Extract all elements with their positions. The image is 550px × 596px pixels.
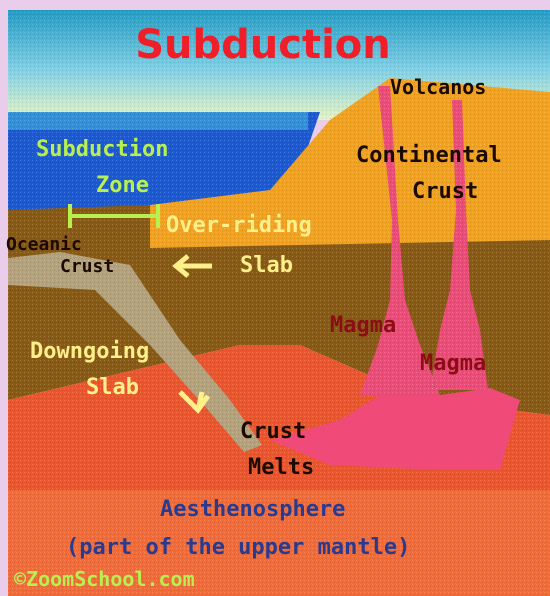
label-downgoing-slab-line1: Downgoing bbox=[30, 339, 149, 364]
label-magma-right: Magma bbox=[420, 351, 486, 376]
label-aesthenosphere-line1: Aesthenosphere bbox=[160, 497, 345, 522]
label-aesthenosphere-line2: (part of the upper mantle) bbox=[66, 535, 410, 560]
label-continental-crust-line2: Crust bbox=[412, 179, 478, 204]
label-subduction-zone-line2: Zone bbox=[96, 173, 149, 198]
label-downgoing-slab-line2: Slab bbox=[86, 375, 139, 400]
credit-text: ©ZoomSchool.com bbox=[14, 567, 195, 591]
label-crust-melts-line1: Crust bbox=[240, 419, 306, 444]
label-crust-melts-line2: Melts bbox=[248, 455, 314, 480]
label-slab: Slab bbox=[240, 253, 293, 278]
label-continental-crust-line1: Continental bbox=[356, 143, 502, 168]
label-magma-left: Magma bbox=[330, 313, 396, 338]
diagram-title: Subduction bbox=[135, 22, 391, 68]
label-subduction-zone-line1: Subduction bbox=[36, 137, 168, 162]
label-oceanic-crust-line2: Crust bbox=[60, 256, 114, 277]
label-volcanos: Volcanos bbox=[390, 75, 486, 99]
label-oceanic-crust-line1: Oceanic bbox=[6, 234, 82, 255]
label-over-riding: Over-riding bbox=[166, 213, 312, 238]
